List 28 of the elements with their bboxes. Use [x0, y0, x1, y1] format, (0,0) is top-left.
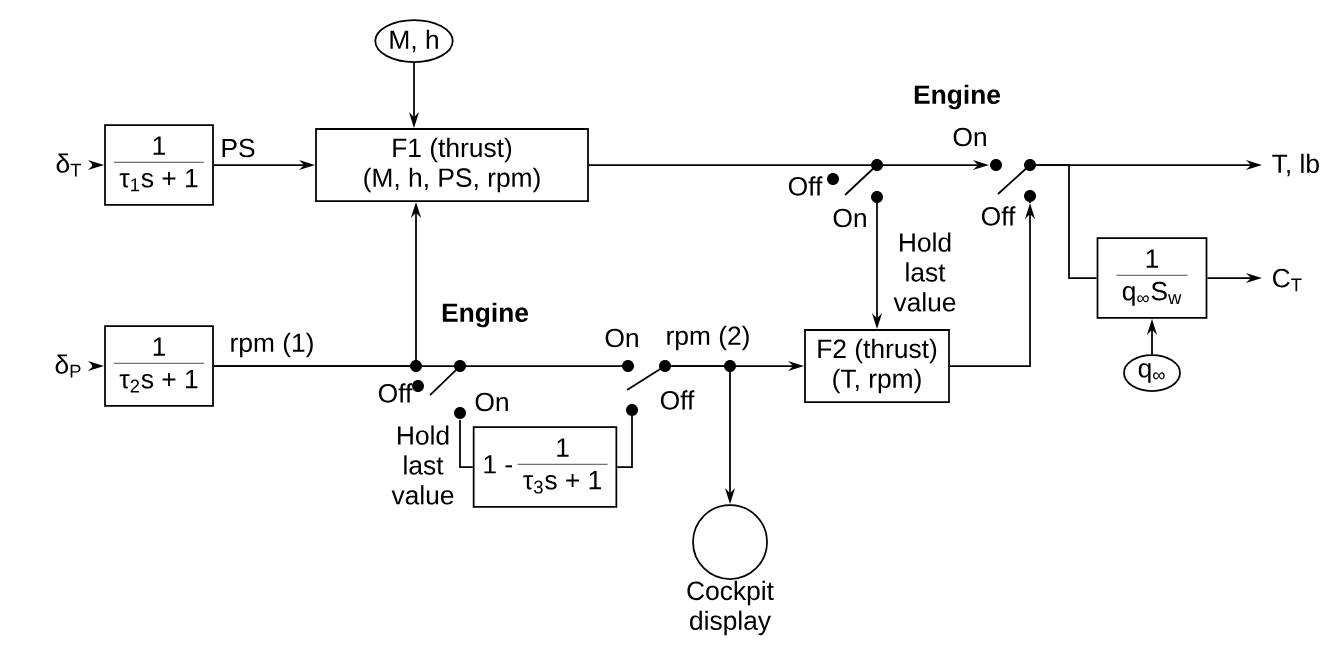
input-symbol: δ$_{T}$	[56, 153, 81, 177]
text-label: rpm (2)	[667, 325, 749, 351]
switch-drawing	[825, 159, 885, 205]
text-label: Engine	[442, 302, 529, 328]
switch-drawing	[990, 159, 1038, 204]
text-label: Engine	[914, 84, 1001, 110]
function-box: F1 (thrust) (M, h, PS, rpm)	[315, 128, 589, 202]
display-caption: Cockpit display	[687, 580, 774, 636]
text-label: Off	[788, 176, 823, 196]
text-label: Off	[660, 390, 695, 410]
text-label: On	[833, 208, 866, 228]
text-label: On	[475, 392, 508, 412]
text-label: Off	[981, 206, 1016, 226]
text-label: On	[953, 127, 986, 147]
transfer-function-box: 1 τ$_{2}$s + 1	[104, 325, 214, 407]
output-symbol: C$_{T}$	[1273, 268, 1302, 292]
text-label: rpm (1)	[231, 332, 313, 358]
transfer-function-box: 1 τ$_{1}$s + 1	[104, 124, 214, 206]
text-label: Off	[378, 383, 413, 403]
edge-label: PS	[218, 136, 258, 160]
text-label: Hold last value	[391, 425, 454, 505]
output-symbol: T, lb	[1272, 153, 1319, 177]
input-symbol: δ$_{P}$	[55, 354, 81, 378]
text-label: On	[605, 328, 638, 348]
transfer-function-box: 1 q$_{∞}$S$_{w}$	[1096, 237, 1208, 319]
function-box: F2 (thrust) (T, rpm)	[804, 329, 950, 403]
text-label: Hold last value	[893, 232, 956, 312]
transfer-function-box: 1 - 1 τ$_{3}$s + 1	[472, 426, 618, 508]
